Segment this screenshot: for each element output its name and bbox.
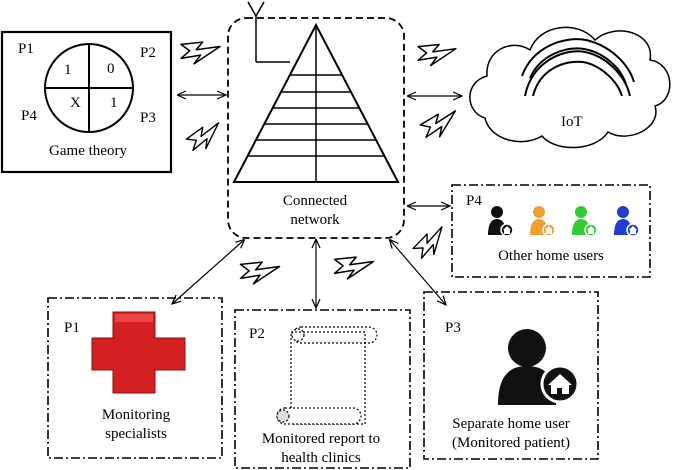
game-player-p2-label: P2 [140,45,156,61]
patient-label-line1: Separate home user [452,416,570,432]
monitoring-label-line1: Monitoring [101,407,171,423]
game-cell-bottom-right: 1 [110,95,118,111]
game-theory-box [0,30,173,174]
game-player-p3-label: P3 [140,110,156,126]
users-icon-row [488,206,640,237]
antenna-icon [247,1,290,63]
game-cell-top-right: 0 [107,61,115,77]
game-cell-top-left: 1 [64,62,72,78]
report-label-line2: health clinics [281,450,361,466]
report-label-line1: Monitored report to [261,431,381,447]
home-user-icon [498,329,580,405]
game-cell-bottom-left: X [70,95,81,111]
network-box [227,17,405,239]
home-user-icon [614,206,640,237]
report-tag: P2 [249,326,265,342]
other-users-label: Other home users [498,248,604,264]
home-user-icon [572,206,598,237]
home-user-icon [488,206,514,237]
connector-arrows [172,95,462,308]
patient-tag: P3 [445,320,461,336]
game-theory-title: Game theory [49,143,127,159]
pyramid-icon [232,22,400,183]
patient-label-line2: (Monitored patient) [452,435,570,451]
other-users-tag: P4 [466,193,482,209]
game-player-p1-label: P1 [18,41,34,57]
network-label-line1: Connected [282,193,348,209]
iot-label: IoT [561,114,583,130]
iot-cloud-icon [469,26,671,149]
scroll-icon [276,326,378,425]
network-label-line2: network [290,212,340,228]
monitoring-label-line2: specialists [105,426,167,442]
home-user-icon [530,206,556,237]
medical-cross-icon [91,311,186,394]
monitoring-tag: P1 [64,320,80,336]
game-player-p4-label: P4 [21,108,37,124]
